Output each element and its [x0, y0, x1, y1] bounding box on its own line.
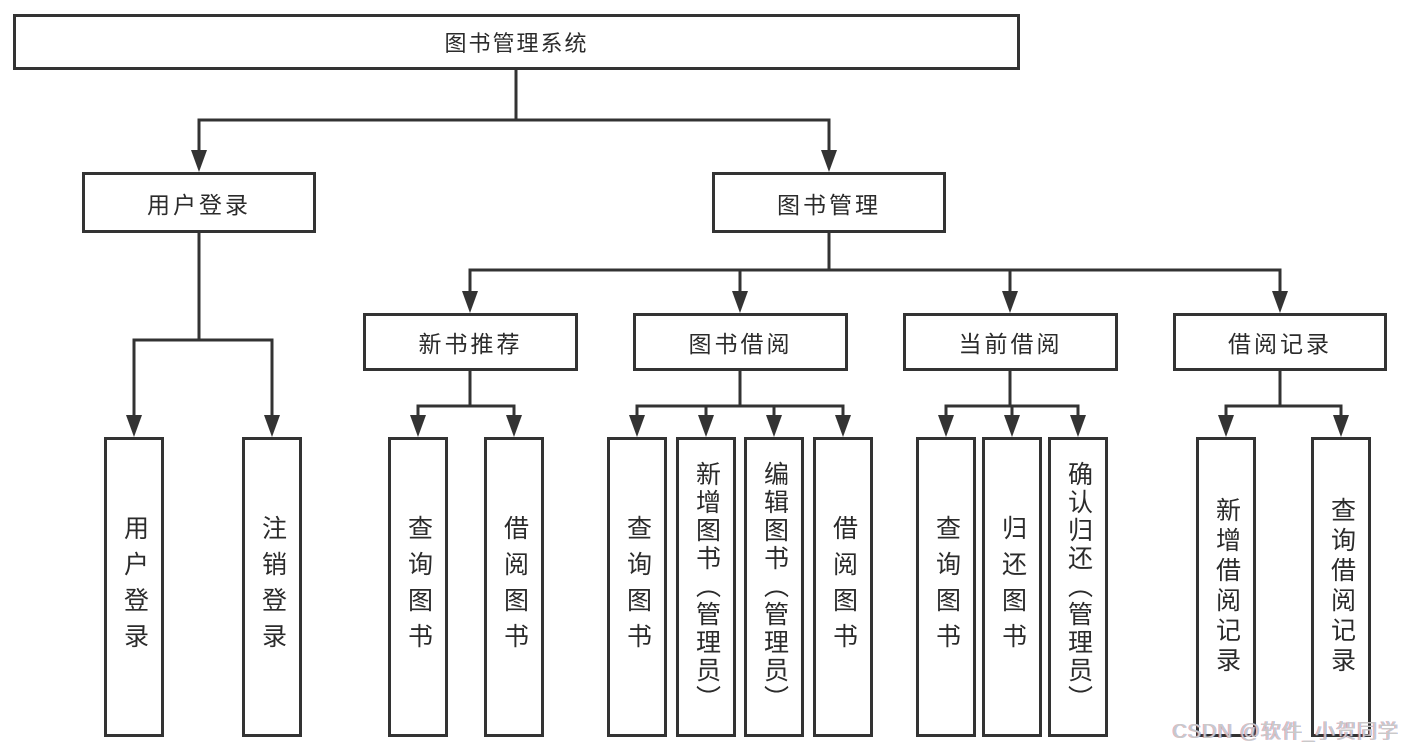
node-book-borrow: 图书借阅 [633, 313, 848, 371]
leaf-logout-label: 注销登录 [258, 515, 287, 659]
leaf-borrow-edit: 编辑图书（管理员） [744, 437, 804, 737]
leaf-borrow-borrow: 借阅图书 [813, 437, 873, 737]
csdn-watermark: CSDN @软件_小贺同学 [1172, 721, 1399, 743]
node-user-login: 用户登录 [82, 172, 316, 233]
leaf-record-add: 新增借阅记录 [1196, 437, 1256, 737]
connector-currentborrow-to-leaves [944, 371, 1080, 423]
node-book-mgmt: 图书管理 [712, 172, 946, 233]
leaf-current-confirm-label: 确认归还（管理员） [1064, 461, 1093, 713]
leaf-current-confirm: 确认归还（管理员） [1048, 437, 1108, 737]
connector-userlogin-to-leaves [132, 233, 274, 423]
leaf-newbook-borrow-label: 借阅图书 [500, 515, 529, 659]
leaf-current-return: 归还图书 [982, 437, 1042, 737]
leaf-current-query: 查询图书 [916, 437, 976, 737]
connector-borrowrecord-to-leaves [1224, 371, 1343, 423]
leaf-borrow-add-label: 新增图书（管理员） [692, 461, 721, 713]
arrowhead-icon [1333, 415, 1349, 437]
leaf-borrow-add: 新增图书（管理员） [676, 437, 736, 737]
arrowhead-icon [410, 415, 426, 437]
leaf-logout: 注销登录 [242, 437, 302, 737]
leaf-login-label: 用户登录 [120, 515, 149, 659]
arrowhead-icon [821, 150, 837, 172]
arrowhead-icon [732, 291, 748, 313]
node-book-mgmt-label: 图书管理 [777, 191, 881, 218]
leaf-current-query-label: 查询图书 [932, 515, 961, 659]
node-new-book: 新书推荐 [363, 313, 578, 371]
node-current-borrow-label: 当前借阅 [958, 331, 1063, 357]
connector-newbook-to-leaves [416, 371, 516, 423]
leaf-record-query: 查询借阅记录 [1311, 437, 1371, 737]
node-root: 图书管理系统 [13, 14, 1020, 70]
leaf-borrow-query-label: 查询图书 [623, 515, 652, 659]
arrowhead-icon [264, 415, 280, 437]
arrowhead-icon [1070, 415, 1086, 437]
leaf-borrow-edit-label: 编辑图书（管理员） [760, 461, 789, 713]
arrowhead-icon [938, 415, 954, 437]
node-user-login-label: 用户登录 [147, 191, 251, 218]
connector-root-to-level2 [197, 70, 831, 158]
leaf-newbook-query: 查询图书 [388, 437, 448, 737]
arrowhead-icon [191, 150, 207, 172]
arrowhead-icon [1218, 415, 1234, 437]
connector-bookborrow-to-leaves [635, 371, 845, 423]
arrowhead-icon [629, 415, 645, 437]
arrowhead-icon [1272, 291, 1288, 313]
arrowhead-icon [1002, 291, 1018, 313]
arrowhead-icon [698, 415, 714, 437]
node-current-borrow: 当前借阅 [903, 313, 1118, 371]
node-borrow-record-label: 借阅记录 [1228, 331, 1332, 357]
arrowheads [126, 150, 1349, 437]
arrowhead-icon [462, 291, 478, 313]
leaf-current-return-label: 归还图书 [998, 515, 1027, 659]
leaf-newbook-borrow: 借阅图书 [484, 437, 544, 737]
arrowhead-icon [766, 415, 782, 437]
leaf-borrow-query: 查询图书 [607, 437, 667, 737]
leaf-borrow-borrow-label: 借阅图书 [829, 515, 858, 659]
leaf-login: 用户登录 [104, 437, 164, 737]
connector-lines [132, 70, 1343, 423]
arrowhead-icon [1004, 415, 1020, 437]
leaf-newbook-query-label: 查询图书 [404, 515, 433, 659]
node-root-label: 图书管理系统 [444, 31, 589, 56]
leaf-record-add-label: 新增借阅记录 [1212, 497, 1241, 677]
node-book-borrow-label: 图书借阅 [688, 331, 793, 357]
arrowhead-icon [506, 415, 522, 437]
node-new-book-label: 新书推荐 [418, 331, 523, 357]
connector-bookmgmt-to-level3 [468, 233, 1282, 299]
arrowhead-icon [835, 415, 851, 437]
arrowhead-icon [126, 415, 142, 437]
node-borrow-record: 借阅记录 [1173, 313, 1387, 371]
leaf-record-query-label: 查询借阅记录 [1327, 497, 1356, 677]
